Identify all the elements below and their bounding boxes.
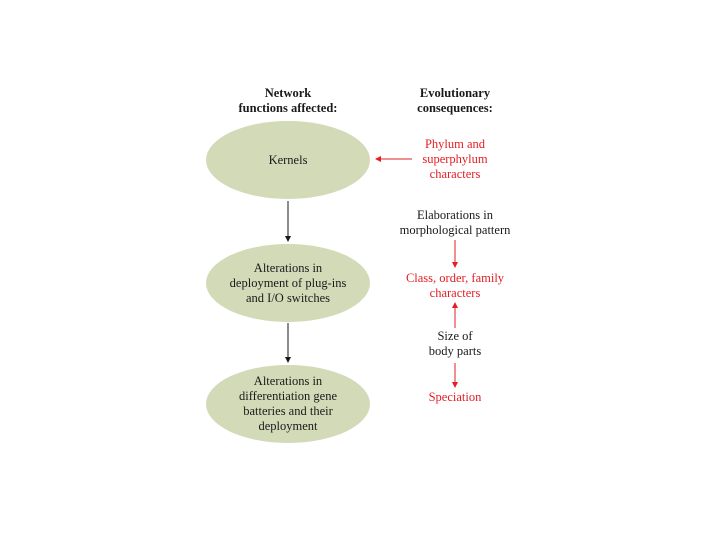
consequence-elaborations: Elaborations in morphological pattern bbox=[355, 208, 555, 238]
node-batteries-line2: differentiation gene bbox=[239, 389, 337, 403]
elaborations-line1: Elaborations in bbox=[416, 208, 494, 222]
header-left-line1: Network bbox=[264, 86, 312, 100]
consequence-speciation: Speciation bbox=[355, 390, 555, 405]
header-network-functions: Network functions affected: bbox=[218, 86, 358, 116]
speciation-line: Speciation bbox=[428, 390, 482, 404]
node-batteries-line1: Alterations in bbox=[253, 374, 323, 388]
node-batteries-label: Alterations in differentiation gene batt… bbox=[218, 374, 358, 434]
phylum-line2: superphylum bbox=[422, 152, 488, 166]
consequence-phylum: Phylum and superphylum characters bbox=[355, 137, 555, 182]
elaborations-line2: morphological pattern bbox=[399, 223, 511, 237]
node-batteries: Alterations in differentiation gene batt… bbox=[206, 365, 370, 443]
size-line1: Size of bbox=[437, 329, 473, 343]
size-line2: body parts bbox=[428, 344, 482, 358]
header-left-line2: functions affected: bbox=[238, 101, 338, 115]
node-plugins-line3: and I/O switches bbox=[245, 290, 330, 305]
node-batteries-line4: deployment bbox=[258, 419, 318, 433]
node-plugins-line2: deployment of plug-ins bbox=[229, 275, 347, 290]
phylum-line1: Phylum and bbox=[424, 137, 486, 151]
phylum-line3: characters bbox=[429, 167, 481, 181]
node-kernels-label: Kernels bbox=[268, 152, 308, 167]
node-plugins: Alterations in deployment of plug-ins an… bbox=[206, 244, 370, 322]
header-right-line2: consequences: bbox=[417, 101, 493, 115]
header-evolutionary-consequences: Evolutionary consequences: bbox=[385, 86, 525, 116]
header-right-line1: Evolutionary bbox=[419, 86, 491, 100]
consequence-class: Class, order, family characters bbox=[355, 271, 555, 301]
consequence-size: Size of body parts bbox=[355, 329, 555, 359]
node-plugins-label: Alterations in deployment of plug-ins an… bbox=[218, 261, 358, 306]
class-line2: characters bbox=[429, 286, 481, 300]
node-batteries-line3: batteries and their bbox=[243, 404, 333, 418]
node-kernels: Kernels bbox=[206, 121, 370, 199]
node-plugins-line1: Alterations in bbox=[253, 260, 323, 275]
class-line1: Class, order, family bbox=[405, 271, 505, 285]
